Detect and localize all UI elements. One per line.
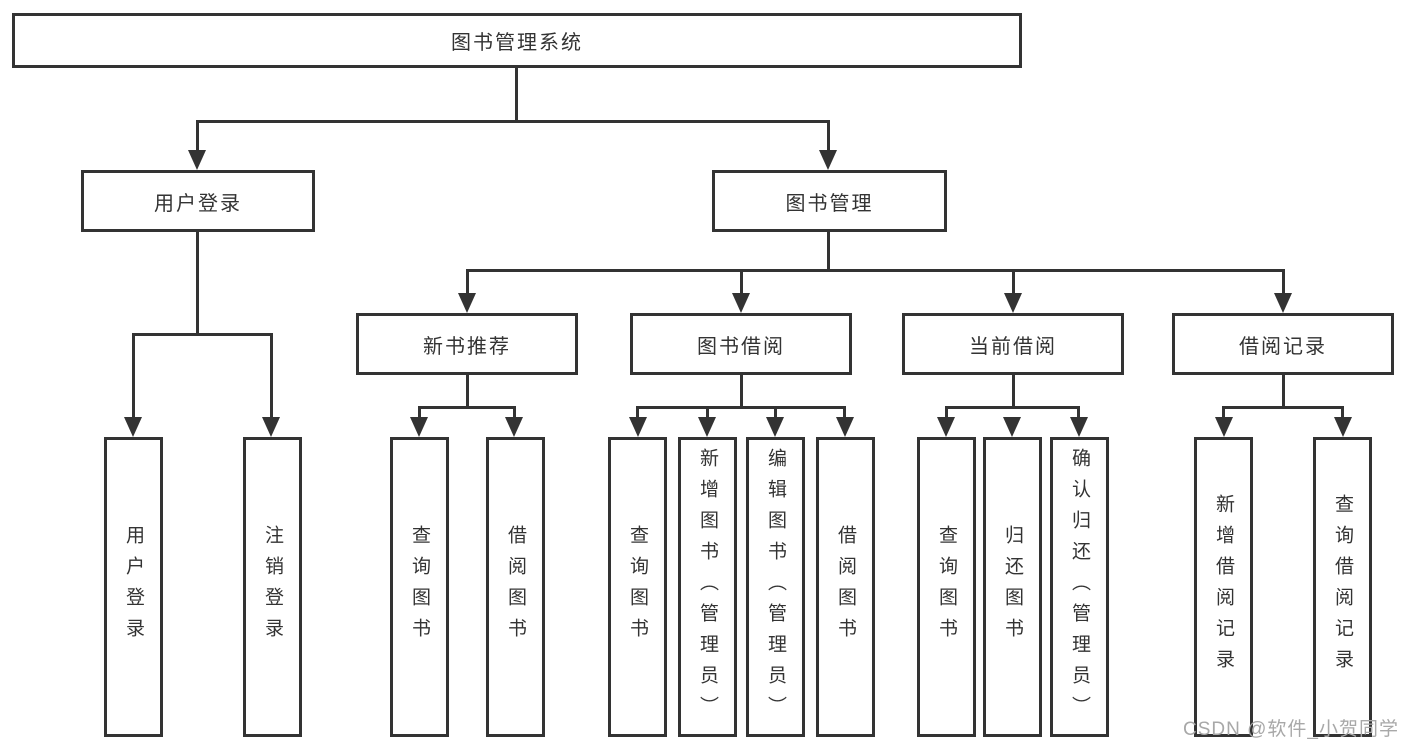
node-label: 新书推荐 <box>423 335 511 358</box>
arrow-down-icon <box>1215 417 1233 437</box>
connector-line <box>270 333 273 419</box>
node-label: 借阅图书 <box>505 525 526 649</box>
connector-line <box>827 232 830 272</box>
node-label: 图书借阅 <box>697 335 785 358</box>
node-label: 注销登录 <box>262 525 283 649</box>
leaf-return-book: 归还图书 <box>983 437 1042 737</box>
arrow-down-icon <box>1274 293 1292 313</box>
node-label: 图书管理系统 <box>451 32 583 54</box>
node-current-borrowing: 当前借阅 <box>902 313 1124 375</box>
connector-line <box>418 406 516 409</box>
node-label: 确认归还（管理员） <box>1069 447 1090 727</box>
connector-line <box>1222 406 1225 419</box>
arrow-down-icon <box>188 150 206 170</box>
arrow-down-icon <box>410 417 428 437</box>
leaf-add-book-admin: 新增图书（管理员） <box>678 437 737 737</box>
connector-line <box>636 406 846 409</box>
arrow-down-icon <box>819 150 837 170</box>
connector-line <box>513 406 516 419</box>
leaf-borrow-books: 借阅图书 <box>816 437 875 737</box>
connector-line <box>196 120 830 123</box>
node-book-borrowing: 图书借阅 <box>630 313 852 375</box>
connector-line <box>466 269 469 295</box>
leaf-query-books-recommend: 查询图书 <box>390 437 449 737</box>
node-new-book-recommendation: 新书推荐 <box>356 313 578 375</box>
arrow-down-icon <box>262 417 280 437</box>
arrow-down-icon <box>698 417 716 437</box>
leaf-edit-book-admin: 编辑图书（管理员） <box>746 437 805 737</box>
node-label: 借阅图书 <box>835 525 856 649</box>
connector-line <box>196 120 199 152</box>
node-label: 用户登录 <box>123 525 144 649</box>
connector-line <box>706 406 709 419</box>
connector-line <box>1282 375 1285 409</box>
connector-line <box>740 375 743 409</box>
connector-line <box>515 68 518 123</box>
leaf-user-login: 用户登录 <box>104 437 163 737</box>
leaf-query-borrow-record: 查询借阅记录 <box>1313 437 1372 737</box>
arrow-down-icon <box>732 293 750 313</box>
connector-line <box>740 269 743 295</box>
arrow-down-icon <box>124 417 142 437</box>
connector-line <box>827 120 830 152</box>
leaf-query-books-current: 查询图书 <box>917 437 976 737</box>
node-label: 借阅记录 <box>1239 335 1327 358</box>
leaf-logout: 注销登录 <box>243 437 302 737</box>
arrow-down-icon <box>1003 417 1021 437</box>
arrow-down-icon <box>1070 417 1088 437</box>
node-label: 查询图书 <box>409 525 430 649</box>
node-label: 新增借阅记录 <box>1213 494 1234 680</box>
node-label: 归还图书 <box>1002 525 1023 649</box>
node-book-management: 图书管理 <box>712 170 947 232</box>
arrow-down-icon <box>505 417 523 437</box>
connector-line <box>132 333 273 336</box>
connector-line <box>466 269 1284 272</box>
connector-line <box>1282 269 1285 295</box>
arrow-down-icon <box>458 293 476 313</box>
arrow-down-icon <box>1334 417 1352 437</box>
node-user-login: 用户登录 <box>81 170 315 232</box>
connector-line <box>774 406 777 419</box>
node-label: 图书管理 <box>785 192 874 215</box>
connector-line <box>132 333 135 419</box>
leaf-borrow-books-recommend: 借阅图书 <box>486 437 545 737</box>
arrow-down-icon <box>766 417 784 437</box>
node-label: 用户登录 <box>154 192 242 215</box>
arrow-down-icon <box>937 417 955 437</box>
connector-line <box>945 406 1080 409</box>
connector-line <box>1012 269 1015 295</box>
watermark: CSDN @软件_小贺同学 <box>1183 719 1399 740</box>
connector-line <box>466 375 469 409</box>
node-book-management-system: 图书管理系统 <box>12 13 1022 68</box>
connector-line <box>1077 406 1080 419</box>
connector-line <box>843 406 846 419</box>
connector-line <box>196 232 199 336</box>
arrow-down-icon <box>629 417 647 437</box>
arrow-down-icon <box>836 417 854 437</box>
arrow-down-icon <box>1004 293 1022 313</box>
node-label: 查询图书 <box>627 525 648 649</box>
leaf-add-borrow-record: 新增借阅记录 <box>1194 437 1253 737</box>
node-label: 查询借阅记录 <box>1332 494 1353 680</box>
connector-line <box>1341 406 1344 419</box>
connector-line <box>1222 406 1344 409</box>
connector-line <box>418 406 421 419</box>
node-label: 当前借阅 <box>969 335 1057 358</box>
node-borrowing-records: 借阅记录 <box>1172 313 1394 375</box>
leaf-query-books-borrow: 查询图书 <box>608 437 667 737</box>
leaf-confirm-return-admin: 确认归还（管理员） <box>1050 437 1109 737</box>
connector-line <box>945 406 948 419</box>
node-label: 查询图书 <box>936 525 957 649</box>
node-label: 编辑图书（管理员） <box>765 447 786 727</box>
connector-line <box>1012 375 1015 409</box>
connector-line <box>636 406 639 419</box>
node-label: 新增图书（管理员） <box>697 447 718 727</box>
